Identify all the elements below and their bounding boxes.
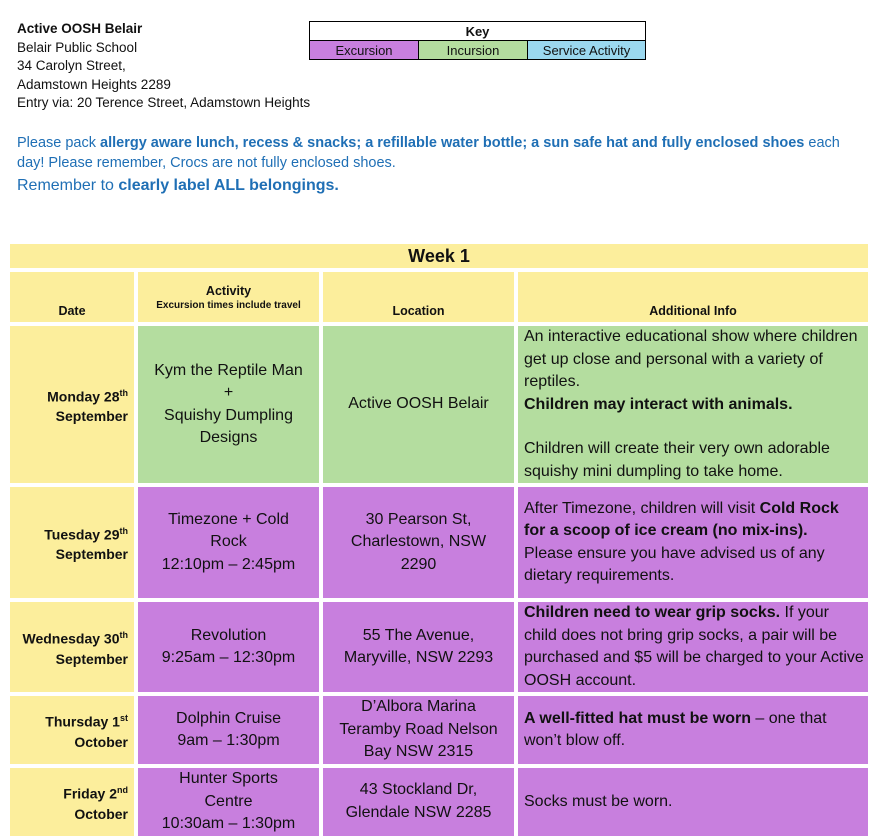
activity-line: Squishy Dumpling [164,406,293,424]
label-reminder: Remember to [17,177,119,194]
location-line: 2290 [400,555,437,573]
location-cell: Active OOSH Belair [321,324,516,485]
packing-notice: Please pack allergy aware lunch, recess … [17,133,867,197]
day: Tuesday 29 [44,526,120,543]
day: Thursday 1 [45,713,120,730]
week-title: Week 1 [8,242,871,270]
key-service-activity: Service Activity [527,40,646,60]
info-bold: A well-fitted hat must be worn [524,709,751,727]
header-date: Date [8,270,136,324]
key-excursion: Excursion [309,40,419,60]
notice-bold: allergy aware lunch, recess & snacks; a … [100,135,805,151]
day: Monday 28 [47,388,120,405]
activity-line: Centre [204,792,253,810]
centre-address: Active OOSH Belair Belair Public School … [17,20,310,113]
notice-text: Please pack [17,135,101,151]
activity-time: 9am – 1:30pm [177,732,280,749]
activity-line: Hunter Sports [179,770,278,787]
header-activity-note: Excursion times include travel [156,299,301,311]
centre-name: Active OOSH Belair [17,21,143,36]
info-cell: A well-fitted hat must be worn – one tha… [516,694,871,766]
location-cell: 30 Pearson St, Charlestown, NSW 2290 [321,485,516,600]
info-cell: An interactive educational show where ch… [516,324,871,485]
location-cell: 43 Stockland Dr, Glendale NSW 2285 [321,766,516,838]
activity-time: 12:10pm – 2:45pm [161,555,296,573]
address-line: 34 Carolyn Street, [17,58,126,73]
location-line: Maryville, NSW 2293 [343,649,494,666]
info-text: An interactive educational show where ch… [524,328,858,390]
activity-time: 10:30am – 1:30pm [161,815,296,832]
day: Friday 2 [63,785,117,802]
activity-line: Kym the Reptile Man [154,361,303,379]
activity-line: + [223,384,234,401]
header-info: Additional Info [516,270,871,324]
info-text: If your child does not bring grip socks,… [524,604,864,689]
info-bold: Children may interact with animals. [524,395,793,413]
info-text: Children will create their very own ador… [524,440,830,480]
info-cell: Children need to wear grip socks. If you… [516,600,871,694]
key-incursion: Incursion [418,40,528,60]
info-text: Please ensure you have advised us of any… [524,544,825,585]
activity-cell: Dolphin Cruise 9am – 1:30pm [136,694,321,766]
month: September [55,408,128,425]
ordinal: th [119,525,129,536]
location-line: Glendale NSW 2285 [345,803,492,821]
location-line: 30 Pearson St, [365,510,472,528]
location-line: 43 Stockland Dr, [359,781,478,799]
info-cell: After Timezone, children will visit Cold… [516,485,871,600]
location-line: Bay NSW 2315 [363,743,474,761]
activity-line: Rock [210,533,247,551]
day: Wednesday 30 [22,630,120,647]
address-line: Belair Public School [17,39,138,55]
info-text: After Timezone, children will visit [524,499,760,517]
notice-text: each day! Please remember, Crocs are not… [17,135,840,171]
activity-line: Timezone + Cold [168,510,289,528]
month: October [74,805,128,822]
month: September [55,650,128,667]
ordinal: th [119,630,129,641]
info-bold: Cold Rock for a scoop of ice cream (no m… [524,499,839,540]
label-reminder-bold: clearly label ALL belongings. [118,177,339,194]
activity-line: Designs [199,429,258,446]
ordinal: th [119,387,129,398]
header-location: Location [321,270,516,324]
info-text: – one that won’t blow off. [524,709,827,750]
location-cell: 55 The Avenue, Maryville, NSW 2293 [321,600,516,694]
address-line: Adamstown Heights 2289 [17,76,171,92]
header-activity-label: Activity [205,283,252,298]
location-line: Charlestown, NSW [350,533,487,551]
colour-key: Key Excursion Incursion Service Activity [309,21,646,60]
activity-line: Revolution [190,626,267,644]
ordinal: st [119,713,128,724]
month: September [55,546,128,563]
info-bold: Children need to wear grip socks. [524,604,781,621]
key-title: Key [309,21,646,41]
location-line: D’Albora Marina [361,698,476,716]
ordinal: nd [117,784,128,795]
info-cell: Socks must be worn. [516,766,871,838]
month: October [74,733,128,750]
location-line: 55 The Avenue, [362,626,475,644]
location-line: Teramby Road Nelson [339,720,498,738]
activity-time: 9:25am – 12:30pm [161,649,296,666]
activity-cell: Revolution 9:25am – 12:30pm [136,600,321,694]
activity-line: Dolphin Cruise [176,709,281,727]
entry-line: Entry via: 20 Terence Street, Adamstown … [17,95,311,110]
